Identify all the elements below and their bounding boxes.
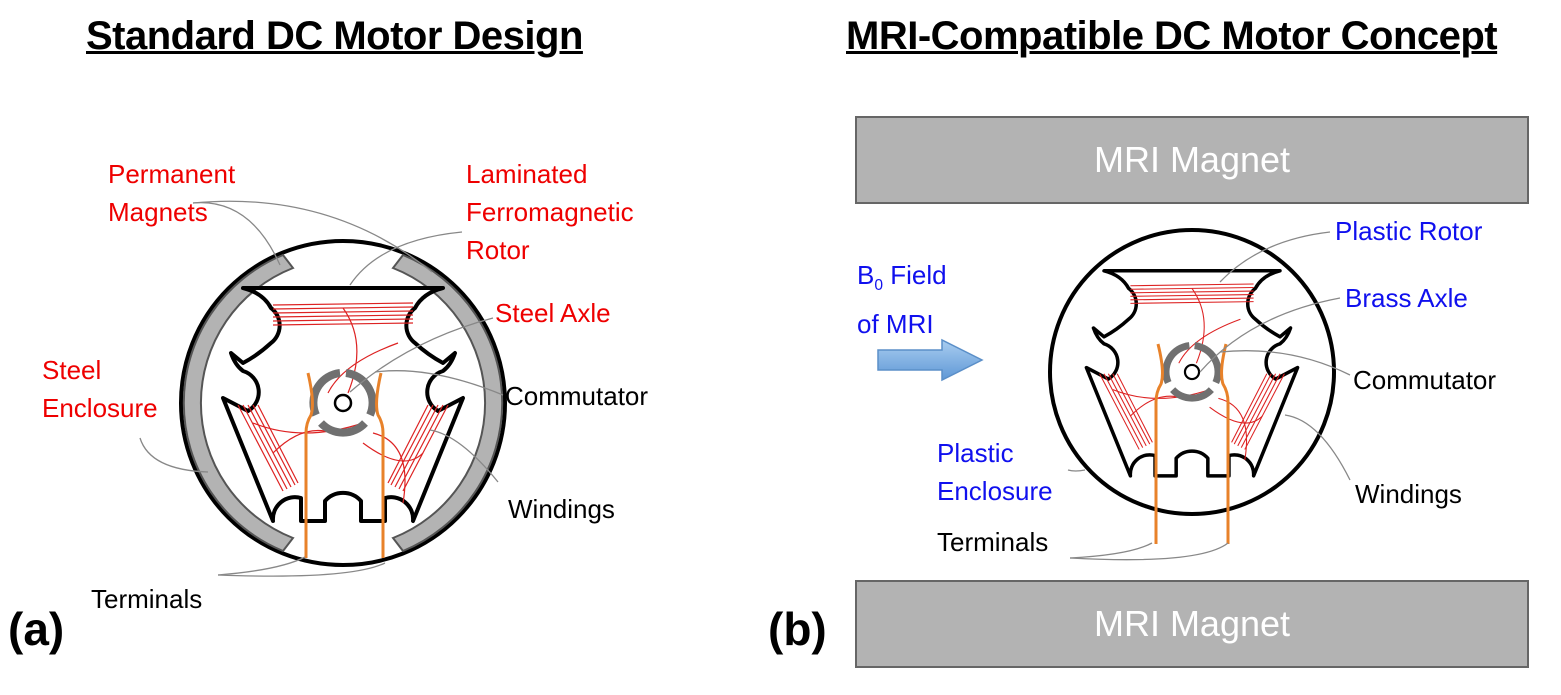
panel-label-a: (a) (8, 603, 65, 655)
label-steel-enclosure: Steel Enclosure (42, 355, 158, 423)
motor-b (1048, 228, 1336, 544)
label-plastic-rotor: Plastic Rotor (1335, 216, 1483, 246)
enclosure-a (179, 239, 507, 567)
b0-field-arrow-icon (877, 338, 984, 382)
permanent-magnet-right (391, 253, 504, 553)
mri-magnet-bottom-label: MRI Magnet (1093, 603, 1291, 644)
terminal-b-right (1220, 343, 1230, 544)
label-permanent-magnets: Permanent Magnets (108, 159, 236, 227)
terminal-a-right (375, 372, 385, 558)
label-terminals-a: Terminals (91, 584, 203, 614)
label-rotor-a: Laminated Ferromagnetic Rotor (466, 159, 634, 265)
commutator-a (313, 373, 372, 433)
label-terminals-b: Terminals (937, 527, 1049, 557)
terminal-a-left (304, 372, 314, 558)
motor-a (179, 239, 507, 567)
label-windings-b: Windings (1355, 479, 1462, 509)
mri-magnet-top-label: MRI Magnet (1093, 139, 1291, 180)
label-steel-axle: Steel Axle (495, 298, 611, 328)
permanent-magnet-left (182, 253, 295, 553)
mri-magnet-bottom: MRI Magnet (855, 580, 1529, 668)
label-commutator-a: Commutator (505, 381, 649, 411)
leader-lines-b (1067, 231, 1351, 561)
label-b0-field: B0 Field of MRI (857, 260, 947, 340)
label-windings-a: Windings (508, 494, 615, 524)
terminal-b-left (1154, 343, 1164, 544)
label-brass-axle: Brass Axle (1345, 283, 1468, 313)
label-plastic-enclosure: Plastic Enclosure (937, 438, 1053, 506)
commutator-b (1166, 346, 1218, 398)
leader-lines-a (139, 200, 504, 577)
mri-magnet-top: MRI Magnet (855, 116, 1529, 204)
panel-label-b: (b) (768, 603, 827, 655)
panel-a-title: Standard DC Motor Design (86, 14, 583, 58)
panel-b-title: MRI-Compatible DC Motor Concept (846, 14, 1498, 58)
label-commutator-b: Commutator (1353, 365, 1497, 395)
enclosure-b (1048, 228, 1336, 516)
